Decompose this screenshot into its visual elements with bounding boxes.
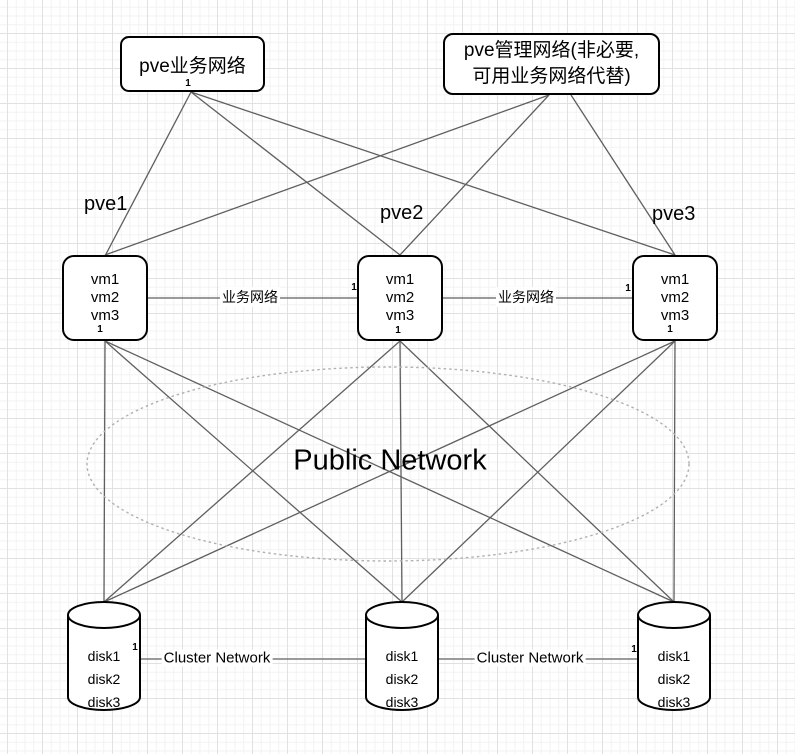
label-pve3: pve3 bbox=[652, 203, 696, 225]
multiplicity-label: 1 bbox=[667, 324, 673, 335]
disk-label: disk1 bbox=[87, 648, 121, 664]
node-pve-management-network[interactable]: pve管理网络(非必要, 可用业务网络代替) bbox=[443, 33, 660, 95]
disk-cylinder-3[interactable] bbox=[637, 601, 711, 711]
edge-mgmt-net-to-pve2[interactable] bbox=[399, 94, 550, 256]
multiplicity-label: 1 bbox=[132, 642, 138, 653]
vm-label: vm2 bbox=[90, 289, 120, 306]
edge-business-net-to-pve2[interactable] bbox=[190, 91, 401, 256]
vm-label: vm1 bbox=[660, 271, 690, 288]
multiplicity-label: 1 bbox=[351, 282, 357, 293]
vm-label: vm3 bbox=[385, 307, 415, 324]
edge-business-net-to-pve1[interactable] bbox=[104, 91, 192, 257]
disk-label: disk3 bbox=[385, 694, 419, 710]
edge-label-business-network-2[interactable]: 业务网络 bbox=[496, 287, 556, 307]
label-pve2: pve2 bbox=[380, 202, 424, 224]
disk-label: disk2 bbox=[385, 671, 419, 687]
label-public-network: Public Network bbox=[293, 444, 487, 477]
vm-label: vm2 bbox=[660, 289, 690, 306]
vm-label: vm3 bbox=[660, 307, 690, 324]
management-network-label-line1: pve管理网络(非必要, bbox=[463, 40, 640, 61]
edge-vm1-disk2[interactable] bbox=[104, 340, 403, 603]
disk3-labels: disk1 disk2 disk3 bbox=[638, 645, 710, 714]
vm-label: vm1 bbox=[90, 271, 120, 288]
disk-label: disk1 bbox=[657, 648, 691, 664]
edge-vm3-disk2[interactable] bbox=[401, 340, 676, 603]
multiplicity-label: 1 bbox=[625, 283, 631, 294]
node-pve-business-network[interactable]: pve业务网络 bbox=[120, 36, 265, 92]
vm-label: vm1 bbox=[385, 271, 415, 288]
management-network-label-line2: 可用业务网络代替) bbox=[472, 66, 631, 87]
label-pve1: pve1 bbox=[84, 193, 128, 215]
disk-cylinder-2[interactable] bbox=[365, 601, 439, 711]
edge-vm2-disk1[interactable] bbox=[103, 340, 401, 603]
disk-label: disk3 bbox=[87, 694, 121, 710]
edge-vm2-disk2[interactable] bbox=[399, 340, 403, 603]
edge-vm2-disk3[interactable] bbox=[399, 340, 675, 603]
public-network-ellipse[interactable] bbox=[86, 366, 690, 562]
disk-cylinder-1[interactable] bbox=[67, 601, 141, 711]
edge-business-net-to-pve3[interactable] bbox=[190, 91, 676, 256]
node-pve1-vms[interactable]: vm1 vm2 vm3 bbox=[62, 255, 148, 341]
disk-label: disk2 bbox=[87, 671, 121, 687]
network-edges bbox=[103, 91, 676, 660]
vm-label: vm2 bbox=[385, 289, 415, 306]
multiplicity-label: 1 bbox=[395, 325, 401, 336]
edge-vm3-disk3[interactable] bbox=[673, 340, 676, 603]
disk-label: disk2 bbox=[657, 671, 691, 687]
disk2-labels: disk1 disk2 disk3 bbox=[366, 645, 438, 714]
edge-vm1-disk1[interactable] bbox=[103, 340, 106, 603]
disk-label: disk1 bbox=[385, 648, 419, 664]
node-pve2-vms[interactable]: vm1 vm2 vm3 bbox=[357, 255, 443, 341]
multiplicity-label: 1 bbox=[185, 78, 191, 89]
edge-mgmt-net-to-pve3[interactable] bbox=[570, 94, 676, 256]
edge-label-cluster-network-1[interactable]: Cluster Network bbox=[161, 649, 273, 667]
disk-label: disk3 bbox=[657, 694, 691, 710]
edge-label-business-network-1[interactable]: 业务网络 bbox=[220, 287, 280, 307]
vm-label: vm3 bbox=[90, 307, 120, 324]
multiplicity-label: 1 bbox=[97, 324, 103, 335]
disk1-labels: disk1 disk2 disk3 bbox=[68, 645, 140, 714]
multiplicity-label: 1 bbox=[631, 644, 637, 655]
business-network-label: pve业务网络 bbox=[139, 55, 246, 77]
edge-label-cluster-network-2[interactable]: Cluster Network bbox=[474, 649, 586, 667]
node-pve3-vms[interactable]: vm1 vm2 vm3 bbox=[632, 255, 718, 341]
edge-mgmt-net-to-pve1[interactable] bbox=[104, 94, 550, 256]
edge-vm3-disk1[interactable] bbox=[103, 340, 676, 603]
